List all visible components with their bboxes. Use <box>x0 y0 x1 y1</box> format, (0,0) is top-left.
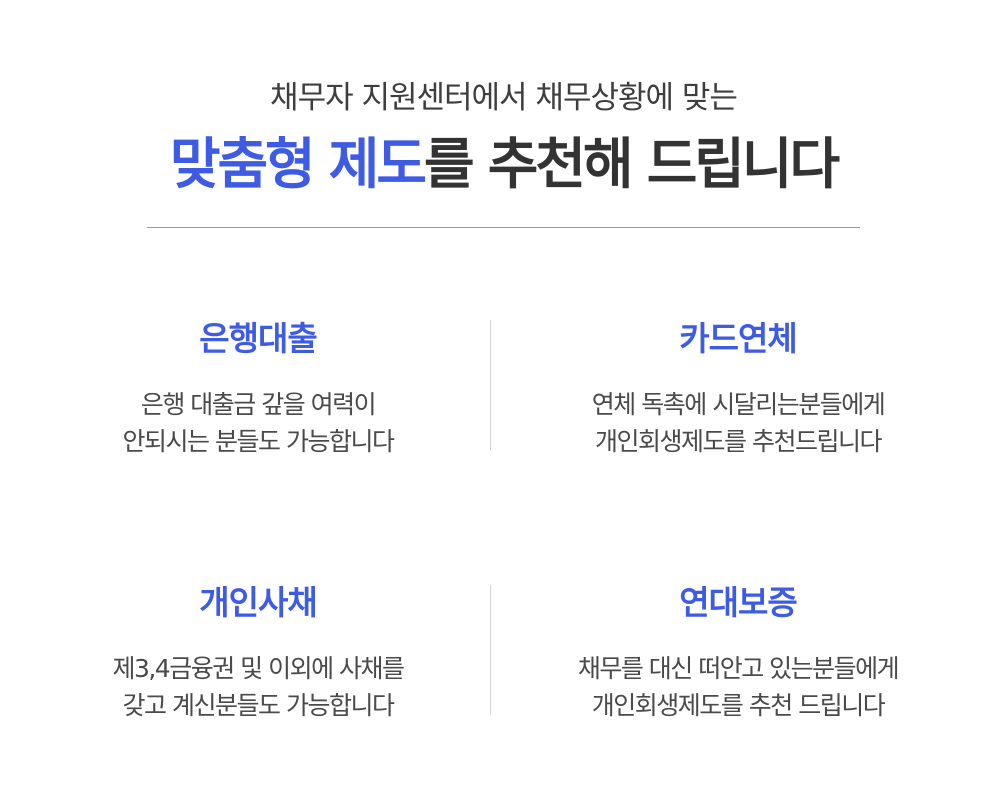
card-description-line: 연체 독촉에 시달리는분들에게 <box>591 390 886 419</box>
card-description-line: 은행 대출금 갚을 여력이 <box>140 390 377 419</box>
card-description: 연체 독촉에 시달리는분들에게 개인회생제도를 추천드립니다 <box>528 386 948 460</box>
card-card-overdue: 카드연체 연체 독촉에 시달리는분들에게 개인회생제도를 추천드립니다 <box>528 318 948 460</box>
card-joint-guarantee: 연대보증 채무를 대신 떠안고 있는분들에게 개인회생제도를 추천 드립니다 <box>528 582 948 724</box>
card-description-line: 안되시는 분들도 가능합니다 <box>122 427 395 456</box>
card-title: 개인사채 <box>199 583 317 622</box>
card-bank-loan: 은행대출 은행 대출금 갚을 여력이 안되시는 분들도 가능합니다 <box>48 318 468 460</box>
headline-rest: 를 추천해 드립니다 <box>424 132 840 196</box>
card-title: 은행대출 <box>199 319 317 358</box>
card-description-line: 제3,4금융권 및 이외에 사채를 <box>112 654 405 683</box>
card-description: 제3,4금융권 및 이외에 사채를 갖고 계신분들도 가능합니다 <box>48 650 468 724</box>
card-title: 연대보증 <box>679 583 797 622</box>
card-description-line: 개인회생제도를 추천드립니다 <box>595 427 882 456</box>
header-divider <box>147 227 860 228</box>
card-description: 은행 대출금 갚을 여력이 안되시는 분들도 가능합니다 <box>48 386 468 460</box>
card-private-loan: 개인사채 제3,4금융권 및 이외에 사채를 갖고 계신분들도 가능합니다 <box>48 582 468 724</box>
card-description-line: 채무를 대신 떠안고 있는분들에게 <box>577 654 900 683</box>
page-headline: 맞춤형 제도를 추천해 드립니다 <box>0 128 1007 200</box>
headline-accent: 맞춤형 제도 <box>169 132 427 196</box>
column-divider-top <box>490 320 491 450</box>
card-description: 채무를 대신 떠안고 있는분들에게 개인회생제도를 추천 드립니다 <box>528 650 948 724</box>
card-description-line: 개인회생제도를 추천 드립니다 <box>591 691 886 720</box>
card-description-line: 갖고 계신분들도 가능합니다 <box>122 691 395 720</box>
card-title: 카드연체 <box>679 319 797 358</box>
column-divider-bottom <box>490 585 491 715</box>
page-subtitle: 채무자 지원센터에서 채무상황에 맞는 <box>270 80 738 116</box>
